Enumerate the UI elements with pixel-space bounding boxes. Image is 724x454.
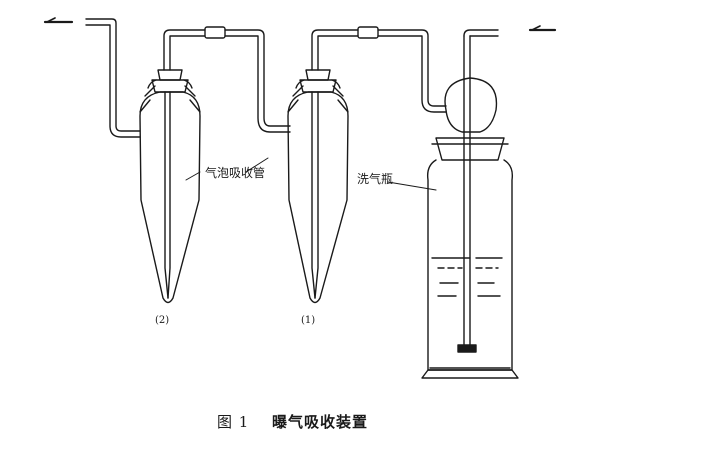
bubble-absorption-tube-1	[287, 29, 359, 304]
bubble-absorption-tube-label: 气泡吸收管	[205, 165, 265, 180]
gas-wash-bottle	[421, 29, 519, 379]
tube-1-number: (1)	[301, 315, 315, 326]
outlet-tube	[85, 18, 141, 138]
bubble-absorption-tube-2	[139, 29, 206, 304]
rubber-connector-2	[357, 26, 447, 113]
figure-caption-number: 图 1	[217, 413, 249, 431]
leader-lines	[185, 157, 437, 191]
rubber-connector-1	[204, 26, 291, 133]
gas-wash-bottle-label: 洗气瓶	[357, 171, 393, 186]
figure-caption-title: 曝气吸收装置	[272, 413, 368, 431]
gas-inlet-arrow	[528, 25, 557, 32]
gas-outlet-arrow	[43, 17, 74, 24]
tube-2-number: (2)	[155, 315, 169, 326]
